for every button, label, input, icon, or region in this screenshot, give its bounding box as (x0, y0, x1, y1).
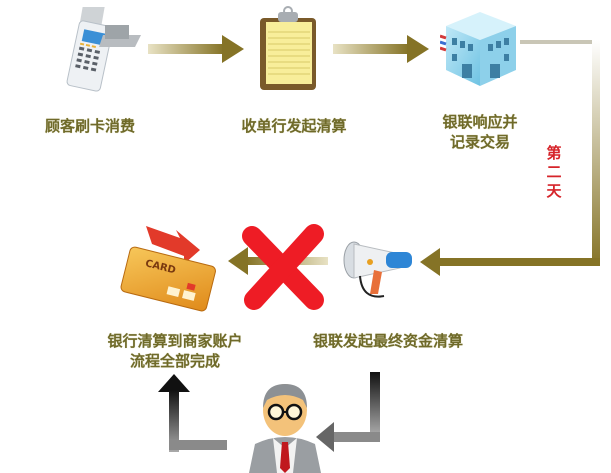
arrow-next-day-connector (420, 38, 611, 284)
credit-card-icon: CARD (118, 220, 218, 312)
bank-building-icon (440, 8, 520, 90)
arrow-right-1 (148, 34, 244, 64)
step-label-unionpay-final: 银联发起最终资金清算 (312, 332, 463, 350)
label-line: 银行清算到商家账户 (107, 332, 243, 350)
label-line: 银联响应并 (442, 113, 518, 131)
step-label-unionpay-record: 银联响应并 记录交易 (430, 112, 530, 152)
step-label-bank-to-merchant: 银行清算到商家账户 流程全部完成 (90, 331, 260, 371)
pos-terminal-icon (55, 5, 145, 95)
next-day-label: 第 二 天 (545, 144, 563, 201)
clipboard-icon (258, 6, 318, 92)
megaphone-icon (340, 236, 420, 306)
day-char-3: 天 (546, 182, 562, 200)
step-label-acquirer-clearing: 收单行发起清算 (241, 117, 347, 135)
label-line: 流程全部完成 (129, 352, 220, 370)
day-char-1: 第 (546, 144, 562, 162)
red-cross-icon (238, 222, 328, 312)
arrow-right-2 (333, 34, 429, 64)
step-label-customer-swipe: 顾客刷卡消费 (44, 117, 135, 135)
label-line: 记录交易 (449, 133, 510, 151)
businessman-icon (245, 378, 325, 473)
day-char-2: 二 (546, 163, 562, 181)
arrow-up-dark (158, 374, 230, 454)
arrow-down-left-dark (316, 372, 386, 454)
